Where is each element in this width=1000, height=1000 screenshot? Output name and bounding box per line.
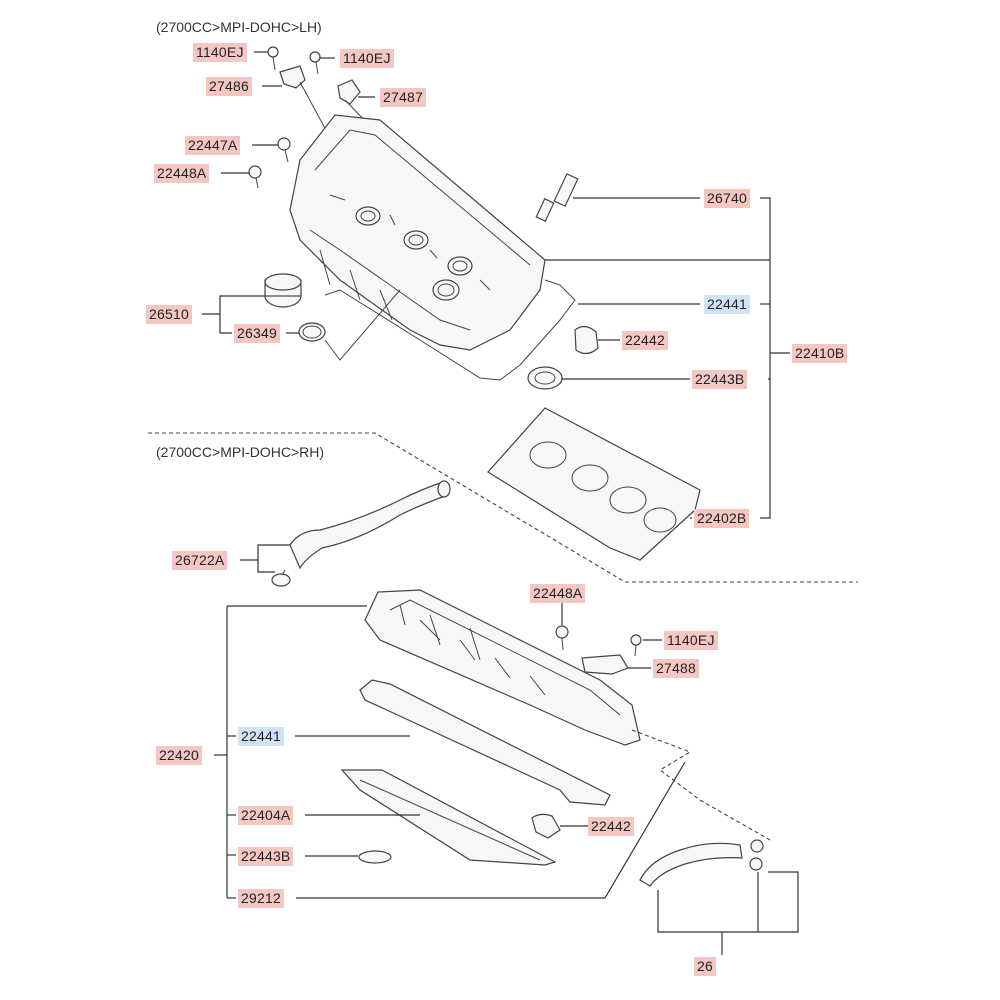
label-26722a[interactable]: 26722A <box>172 551 228 570</box>
valve-cover-lh-part <box>289 114 546 351</box>
label-22447a[interactable]: 22447A <box>185 136 241 155</box>
bolt-22448a-part <box>248 165 262 189</box>
half-moon-plug-22442-top-part <box>574 325 599 355</box>
hose-26722a-part <box>271 480 451 587</box>
label-26349[interactable]: 26349 <box>234 324 280 343</box>
seal-22443b-rh-part <box>358 850 392 864</box>
label-27487[interactable]: 27487 <box>380 88 426 107</box>
label-22443b-rh[interactable]: 22443B <box>238 847 294 866</box>
sensor-26740-part <box>535 173 579 222</box>
bracket-27486-part <box>279 65 306 89</box>
label-27486[interactable]: 27486 <box>206 77 252 96</box>
oil-cap-26510-part <box>264 273 302 308</box>
label-27488[interactable]: 27488 <box>653 659 699 678</box>
label-26740[interactable]: 26740 <box>704 189 750 208</box>
label-26510[interactable]: 26510 <box>146 305 192 324</box>
bolt-22448a-rh-part <box>555 625 569 651</box>
bolt-1140ej-left-part <box>267 46 279 71</box>
label-bottom-partial[interactable]: 26 <box>694 957 716 976</box>
label-22441-top[interactable]: 22441 <box>704 295 750 314</box>
gasket-22441-rh-part <box>359 679 611 806</box>
label-29212[interactable]: 29212 <box>238 889 284 908</box>
bolt-22447a-part <box>277 137 291 163</box>
label-22402b[interactable]: 22402B <box>694 509 750 528</box>
gasket-22402b-part <box>487 407 701 561</box>
seal-ring-26349-part <box>298 322 326 342</box>
label-22442-top[interactable]: 22442 <box>622 331 668 350</box>
rh-section-caption: (2700CC>MPI-DOHC>RH) <box>156 444 325 460</box>
label-22443b-top[interactable]: 22443B <box>692 370 748 389</box>
valve-cover-rh-part <box>364 589 641 746</box>
label-22448a-top[interactable]: 22448A <box>154 164 210 183</box>
label-22448a-rh[interactable]: 22448A <box>530 584 586 603</box>
seal-22443b-top-part <box>527 366 563 390</box>
label-1140ej-right[interactable]: 1140EJ <box>340 49 394 68</box>
label-22410b[interactable]: 22410B <box>792 344 848 363</box>
lh-section-caption: (2700CC>MPI-DOHC>LH) <box>156 19 322 35</box>
label-1140ej-left[interactable]: 1140EJ <box>193 43 247 62</box>
label-22442-rh[interactable]: 22442 <box>588 817 634 836</box>
hose-bottom-part <box>639 839 764 887</box>
label-1140ej-rh[interactable]: 1140EJ <box>664 631 718 650</box>
bolt-1140ej-rh-part <box>630 634 642 657</box>
bracket-27487-part <box>337 79 361 105</box>
label-22404a[interactable]: 22404A <box>238 806 294 825</box>
bracket-27488-part <box>581 654 629 675</box>
bolt-1140ej-right-part <box>309 51 321 75</box>
baffle-22404a-part <box>340 769 557 866</box>
label-22420[interactable]: 22420 <box>156 746 202 765</box>
label-22441-rh[interactable]: 22441 <box>238 727 284 746</box>
half-moon-plug-22442-rh-part <box>531 813 561 839</box>
